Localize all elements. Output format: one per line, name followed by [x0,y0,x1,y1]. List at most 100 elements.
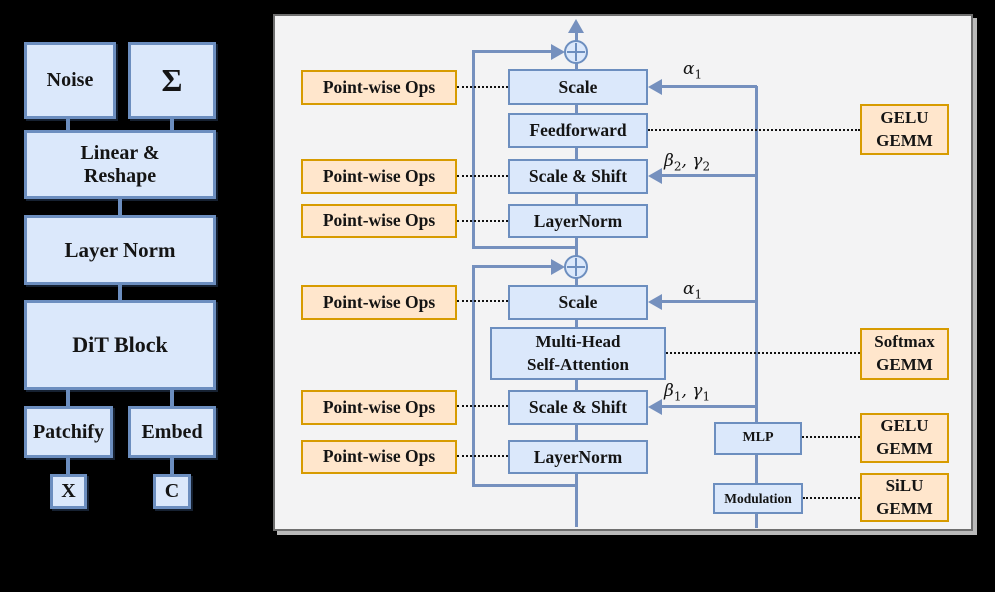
residual-line-lower [472,265,475,487]
alpha-top-arrowhead-icon [648,79,662,95]
add-node-middle-icon [564,255,588,279]
dotted-pwo-scale-bottom [457,300,508,302]
dotted-pwo-scaleshift-bottom [457,405,508,407]
gelu-gemm-box-2: GELU GEMM [860,413,949,463]
connector-dit-patchify [66,390,70,406]
pointwise-ops-box-2: Point-wise Ops [301,159,457,194]
noise-box: Noise [24,42,116,119]
alpha1-bottom-label: α1 [683,279,703,302]
dotted-pwo-scaleshift-top [457,175,508,177]
beta2-gamma2-label: β2, γ2 [664,151,711,174]
connector-embed-c [170,458,174,474]
dotted-pwo-scale-top [457,86,508,88]
beta-gamma-top-arrowhead-icon [648,168,662,184]
feedforward-box: Feedforward [508,113,648,148]
layer-norm-label: Layer Norm [64,237,176,262]
residual-upper-arrowhead-icon [551,44,565,60]
scale-shift-bottom-box: Scale & Shift [508,390,648,425]
layer-norm-box: Layer Norm [24,215,216,285]
silu-gemm-line2: GEMM [876,498,933,518]
layernorm-bottom-box: LayerNorm [508,440,648,474]
scale-bottom-label: Scale [558,292,598,313]
feedforward-label: Feedforward [529,120,627,141]
pointwise-ops-box-6: Point-wise Ops [301,440,457,474]
connector-layernorm-dit [118,285,122,300]
dotted-mhsa-softmax [666,352,860,354]
silu-gemm-line1: SiLU [885,475,924,495]
alpha-bottom-arrowhead-icon [648,294,662,310]
embed-box: Embed [128,406,216,458]
residual-line-upper-top [472,50,552,53]
connector-linear-layernorm [118,199,122,215]
connector-noise-linear [66,119,70,130]
input-x-label: X [61,480,76,502]
dit-block-label: DiT Block [72,332,168,358]
scale-shift-top-box: Scale & Shift [508,159,648,194]
sum-symbol: Σ [161,62,183,99]
dotted-pwo-layernorm-top [457,220,508,222]
pointwise-ops-label: Point-wise Ops [322,396,436,417]
connector-mlp-modulation [755,455,758,483]
dotted-feedforward-gelu [648,129,860,131]
connector-patchify-x [66,458,70,474]
scale-shift-bottom-label: Scale & Shift [528,397,628,418]
embed-label: Embed [141,420,203,443]
linear-reshape-box: Linear & Reshape [24,130,216,199]
patchify-box: Patchify [24,406,113,458]
conditioning-branch-alpha-bottom [659,300,757,303]
beta1-gamma1-label: β1, γ1 [664,381,711,404]
linear-reshape-line1: Linear & [80,141,160,164]
conditioning-branch-beta-gamma-top [659,174,757,177]
output-arrowhead-icon [568,19,584,33]
residual-line-upper-branch [472,246,576,249]
gelu-gemm-box-1: GELU GEMM [860,104,949,155]
softmax-gemm-box: Softmax GEMM [860,328,949,380]
dotted-mlp-gelu [802,436,860,438]
dotted-modulation-silu [803,497,860,499]
input-c-label: C [164,480,180,502]
scale-bottom-box: Scale [508,285,648,320]
pointwise-ops-label: Point-wise Ops [322,446,436,467]
residual-line-upper [472,51,475,249]
pointwise-ops-label: Point-wise Ops [322,165,436,186]
scale-shift-top-label: Scale & Shift [528,166,628,187]
layernorm-bottom-label: LayerNorm [533,446,623,467]
alpha1-top-label: α1 [683,59,703,82]
pointwise-ops-box-1: Point-wise Ops [301,70,457,105]
pointwise-ops-box-3: Point-wise Ops [301,204,457,238]
softmax-gemm-line1: Softmax [874,332,935,352]
scale-top-label: Scale [558,76,598,97]
modulation-label: Modulation [724,490,792,506]
gelu-gemm2-line1: GELU [880,416,929,436]
conditioning-branch-alpha-top [659,85,757,88]
pointwise-ops-label: Point-wise Ops [322,291,436,312]
input-x-box: X [50,474,87,509]
pointwise-ops-box-5: Point-wise Ops [301,390,457,425]
layernorm-top-box: LayerNorm [508,204,648,238]
residual-lower-arrowhead-icon [551,259,565,275]
patchify-label: Patchify [32,420,105,443]
mhsa-line1: Multi-Head [535,332,621,352]
mlp-label: MLP [742,430,774,446]
linear-reshape-line2: Reshape [83,164,157,187]
conditioning-branch-beta-gamma-bottom [659,405,757,408]
gelu-gemm1-line2: GEMM [876,130,933,150]
noise-label: Noise [46,69,94,91]
scale-top-box: Scale [508,69,648,105]
residual-line-lower-top [472,265,552,268]
add-node-top-icon [564,40,588,64]
mlp-box: MLP [714,422,802,455]
gelu-gemm2-line2: GEMM [876,439,933,458]
pointwise-ops-box-4: Point-wise Ops [301,285,457,320]
connector-dit-embed [170,390,174,406]
mhsa-box: Multi-Head Self-Attention [490,327,666,380]
beta-gamma-bottom-arrowhead-icon [648,399,662,415]
softmax-gemm-line2: GEMM [876,355,933,374]
gelu-gemm1-line1: GELU [880,107,929,127]
silu-gemm-box: SiLU GEMM [860,473,949,522]
layernorm-top-label: LayerNorm [533,210,623,231]
sum-box: Σ [128,42,216,119]
connector-modulation-input [755,513,758,528]
dit-block-box: DiT Block [24,300,216,390]
